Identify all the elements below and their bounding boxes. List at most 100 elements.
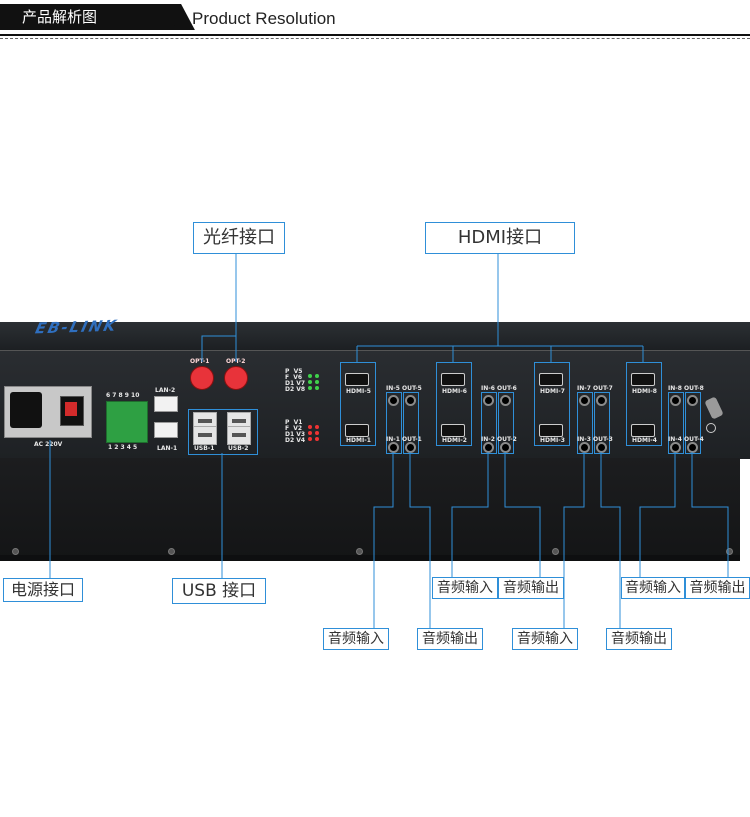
audio-out-frame [498, 392, 514, 454]
screw-icon [726, 548, 733, 555]
audio-in-frame [481, 392, 497, 454]
usb-port[interactable] [227, 426, 251, 445]
audio-in-frame [577, 392, 593, 454]
in6-jack[interactable] [483, 395, 494, 406]
callout-hdmi: HDMI接口 [425, 222, 575, 254]
hdmi-group-frame [626, 362, 662, 446]
hdmi3-port[interactable] [539, 424, 563, 437]
in2-label: IN-2 [481, 436, 495, 443]
screw-icon [12, 548, 19, 555]
header-title-cn: 产品解析图 [22, 8, 98, 26]
out3-label: OUT-3 [593, 436, 613, 443]
in5-jack[interactable] [388, 395, 399, 406]
power-socket-icon[interactable] [10, 392, 42, 428]
device-lower-body [0, 458, 740, 560]
out1-label: OUT-1 [402, 436, 422, 443]
hdmi2-port[interactable] [441, 424, 465, 437]
out4-label: OUT-4 [684, 436, 704, 443]
lan2-port[interactable] [154, 396, 178, 412]
opt1-port[interactable] [190, 366, 214, 390]
audio-out-frame [403, 392, 419, 454]
hdmi4-label: HDMI-4 [632, 437, 657, 444]
callout-audio-in-3: 音频输入 [512, 628, 578, 650]
out7-jack[interactable] [596, 395, 607, 406]
out2-label: OUT-2 [497, 436, 517, 443]
led-icon [308, 386, 312, 390]
callout-power: 电源接口 [3, 578, 83, 602]
led-icon [315, 386, 319, 390]
header-divider-dashed [0, 38, 750, 39]
out5-jack[interactable] [405, 395, 416, 406]
audio-in-frame [668, 392, 684, 454]
out6-label: OUT-6 [497, 385, 517, 392]
led-icon [315, 374, 319, 378]
hdmi2-label: HDMI-2 [442, 437, 467, 444]
led-icon [308, 425, 312, 429]
hdmi6-label: HDMI-6 [442, 388, 467, 395]
hdmi7-port[interactable] [539, 373, 563, 386]
hdmi8-port[interactable] [631, 373, 655, 386]
audio-in-frame [386, 392, 402, 454]
hdmi5-port[interactable] [345, 373, 369, 386]
status-labels-top: P V5 F V6 D1 V7 D2 V8 [285, 368, 306, 393]
ac-voltage-label: AC 220V [34, 441, 63, 448]
out8-jack[interactable] [687, 395, 698, 406]
callout-audio-in-4: 音频输入 [621, 577, 685, 599]
lan1-port[interactable] [154, 422, 178, 438]
hdmi3-label: HDMI-3 [540, 437, 565, 444]
callout-audio-out-4: 音频输出 [685, 577, 750, 599]
callout-audio-in-2: 音频输入 [432, 577, 498, 599]
led-icon [308, 431, 312, 435]
out7-label: OUT-7 [593, 385, 613, 392]
led-icon [315, 380, 319, 384]
header-title-en: Product Resolution [192, 9, 336, 28]
hdmi-group-frame [534, 362, 570, 446]
callout-audio-out-1: 音频输出 [417, 628, 483, 650]
opt2-port[interactable] [224, 366, 248, 390]
device-bottom-edge [0, 555, 740, 561]
ground-symbol-icon [706, 423, 716, 433]
callout-fiber: 光纤接口 [193, 222, 285, 254]
power-switch[interactable] [65, 402, 77, 416]
in4-label: IN-4 [668, 436, 682, 443]
led-icon [308, 380, 312, 384]
in1-label: IN-1 [386, 436, 400, 443]
usb-highlight-frame [188, 409, 258, 455]
hdmi-group-frame [436, 362, 472, 446]
usb2-label: USB-2 [228, 445, 249, 452]
led-icon [315, 425, 319, 429]
led-icon [308, 374, 312, 378]
in8-label: IN-8 [668, 385, 682, 392]
audio-out-frame [594, 392, 610, 454]
hdmi6-port[interactable] [441, 373, 465, 386]
header-tab [0, 4, 178, 30]
terminal-block[interactable] [106, 401, 148, 443]
out8-label: OUT-8 [684, 385, 704, 392]
in8-jack[interactable] [670, 395, 681, 406]
in7-label: IN-7 [577, 385, 591, 392]
in6-label: IN-6 [481, 385, 495, 392]
lan2-label: LAN-2 [155, 387, 176, 394]
led-icon [308, 437, 312, 441]
usb-port[interactable] [193, 426, 217, 445]
in7-jack[interactable] [579, 395, 590, 406]
led-icon [315, 437, 319, 441]
opt1-label: OPT-1 [190, 358, 210, 365]
audio-out-frame [685, 392, 701, 454]
screw-icon [168, 548, 175, 555]
hdmi1-label: HDMI-1 [346, 437, 371, 444]
callout-audio-out-3: 音频输出 [606, 628, 672, 650]
out5-label: OUT-5 [402, 385, 422, 392]
hdmi1-port[interactable] [345, 424, 369, 437]
hdmi4-port[interactable] [631, 424, 655, 437]
status-labels-bottom: P V1 F V2 D1 V3 D2 V4 [285, 419, 306, 444]
hdmi8-label: HDMI-8 [632, 388, 657, 395]
device-top-panel [0, 322, 750, 352]
in3-label: IN-3 [577, 436, 591, 443]
in5-label: IN-5 [386, 385, 400, 392]
hdmi7-label: HDMI-7 [540, 388, 565, 395]
callout-audio-in-1: 音频输入 [323, 628, 389, 650]
out6-jack[interactable] [500, 395, 511, 406]
callout-audio-out-2: 音频输出 [498, 577, 564, 599]
